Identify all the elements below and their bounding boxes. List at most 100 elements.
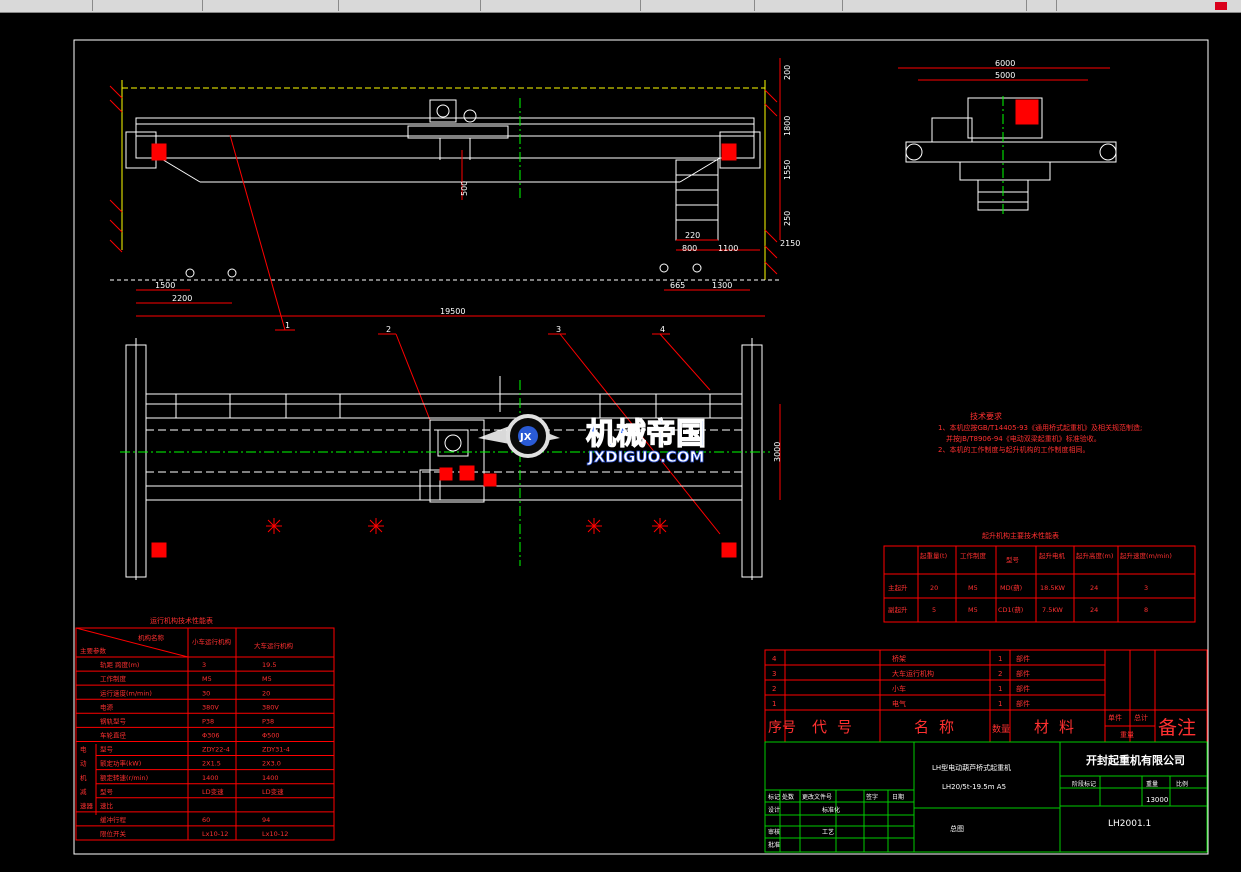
hoist-r2-0: 副起升 (888, 605, 908, 614)
part-no: 2 (772, 685, 776, 693)
travel-col2: 大车运行机构 (254, 641, 294, 650)
travel-row-v1: Φ306 (202, 732, 220, 740)
title-block-left-labels: 标记处数更改文件号签字日期设计标准化审核批准工艺 (768, 793, 904, 849)
part-material: 部件 (1016, 684, 1030, 693)
parts-h-mat: 材料 (1034, 718, 1084, 736)
hoist-r1-4: 18.5KW (1040, 584, 1066, 592)
parts-h-w2: 总计 (1134, 713, 1148, 722)
tech-req-line-2: 并按JB/T8906-94《电动双梁起重机》标准验收。 (946, 434, 1101, 443)
tab-1[interactable] (0, 0, 93, 11)
hoist-r2-4: 7.5KW (1042, 606, 1063, 614)
front-dimensions: 1500 2200 665 1300 220 800 1100 19500 50… (155, 65, 800, 316)
hoist-h-4: 起升电机 (1039, 551, 1066, 560)
travel-table-rows (76, 670, 334, 827)
product-name: LH型电动葫芦桥式起重机 (932, 763, 1011, 772)
part-qty: 1 (998, 685, 1002, 693)
buffer-left (151, 143, 167, 161)
callout-leaders (229, 134, 721, 535)
travel-group-label: 机 (80, 773, 87, 782)
travel-row-label: 轨距 跨度(m) (100, 660, 139, 669)
part-name: 电气 (892, 699, 906, 708)
dim-1550: 1550 (783, 160, 792, 180)
travel-row-v1: LD变速 (202, 787, 224, 796)
part-qty: 1 (998, 655, 1002, 663)
part-no: 4 (772, 655, 777, 663)
tab-3[interactable] (202, 0, 339, 11)
hoist-r1-0: 主起升 (888, 583, 908, 592)
dim-5000: 5000 (995, 71, 1015, 80)
travel-row-v1: 1400 (202, 774, 219, 782)
tab-2[interactable] (92, 0, 203, 11)
travel-corner-bottom: 主要参数 (80, 646, 107, 655)
travel-row-v2: M5 (262, 675, 272, 683)
tab-4[interactable] (338, 0, 481, 11)
tab-8[interactable] (842, 0, 1027, 11)
dim-1800: 1800 (783, 116, 792, 136)
part-material: 部件 (1016, 654, 1030, 663)
dim-1500: 1500 (155, 281, 175, 290)
tech-req-line-3: 2、本机的工作制度与起升机构的工作制度相同。 (938, 445, 1089, 454)
hoist-r2-2: M5 (968, 606, 978, 614)
hoist-r1-1: 20 (930, 584, 938, 592)
travel-table-grid (75, 627, 335, 841)
travel-row-v1: 380V (202, 703, 219, 711)
callout-2: 2 (386, 325, 391, 334)
part-name: 桥架 (892, 654, 906, 663)
tb-label: 标准化 (822, 806, 840, 814)
travel-row-v2: 19.5 (262, 661, 276, 669)
tb-label: 日期 (892, 793, 904, 801)
part-qty: 2 (998, 670, 1002, 678)
dim-220: 220 (685, 231, 700, 240)
travel-group-label: 速器 (80, 802, 94, 810)
tech-req-line-1: 1、本机应按GB/T14405-93《通用桥式起重机》及相关规范制造; (938, 423, 1142, 432)
travel-row-label: 型号 (100, 745, 114, 754)
watermark-en: JXDIGUO.COM (587, 448, 704, 466)
travel-table-title: 运行机构技术性能表 (150, 616, 213, 625)
travel-row-label: 缓冲行程 (100, 815, 127, 824)
travel-row-label: 限位开关 (100, 829, 127, 838)
travel-group-label: 电 (80, 745, 87, 754)
travel-row-label: 工作制度 (100, 674, 127, 683)
logo-letters: JX (519, 432, 532, 443)
callout-3: 3 (556, 325, 561, 334)
watermark-cn: 机械帝国 (586, 417, 706, 452)
dim-665: 665 (670, 281, 685, 290)
parts-h-w1: 单件 (1108, 713, 1122, 722)
front-elevation-view (109, 58, 781, 317)
travel-group-label: 减 (80, 787, 87, 796)
weight-value: 13000 (1146, 796, 1168, 804)
hoist-r2-3: CD1(葫) (998, 605, 1023, 614)
part-no: 1 (772, 700, 776, 708)
tb-label: 批准 (768, 841, 780, 849)
travel-table-text: 机构名称 主要参数 小车运行机构 大车运行机构 (80, 633, 294, 655)
part-name: 小车 (892, 684, 906, 693)
parts-h-note: 备注 (1158, 717, 1196, 739)
hoist-h-2: 工作制度 (960, 551, 987, 560)
tab-6[interactable] (640, 0, 755, 11)
tab-5[interactable] (480, 0, 641, 11)
close-icon[interactable] (1215, 2, 1227, 10)
side-view (898, 67, 1117, 216)
parts-h-weight: 重量 (1120, 731, 1134, 739)
scale-label: 比例 (1176, 780, 1188, 788)
tab-9[interactable] (1026, 0, 1057, 11)
tech-requirements: 技术要求 1、本机应按GB/T14405-93《通用桥式起重机》及相关规范制造;… (938, 411, 1142, 454)
hoist-table-grid (883, 545, 1196, 623)
travel-row-v1: 30 (202, 689, 210, 697)
drawing-border (73, 39, 1209, 855)
travel-row-v2: 20 (262, 689, 270, 697)
tb-label: 标记 (768, 793, 780, 801)
travel-row-label: 额定转速(r/min) (100, 773, 148, 782)
tab-7[interactable] (754, 0, 843, 11)
dim-1300: 1300 (712, 281, 732, 290)
dim-2200: 2200 (172, 294, 192, 303)
tb-label: 工艺 (822, 828, 834, 836)
parts-h-code: 代号 (812, 718, 862, 736)
drawing-number: LH2001.1 (1108, 819, 1151, 829)
travel-row-v2: 380V (262, 703, 279, 711)
hoist-h-1: 起重量(t) (920, 552, 947, 560)
hoist-h-5: 起升高度(m) (1076, 551, 1113, 560)
dim-500: 500 (460, 181, 469, 196)
